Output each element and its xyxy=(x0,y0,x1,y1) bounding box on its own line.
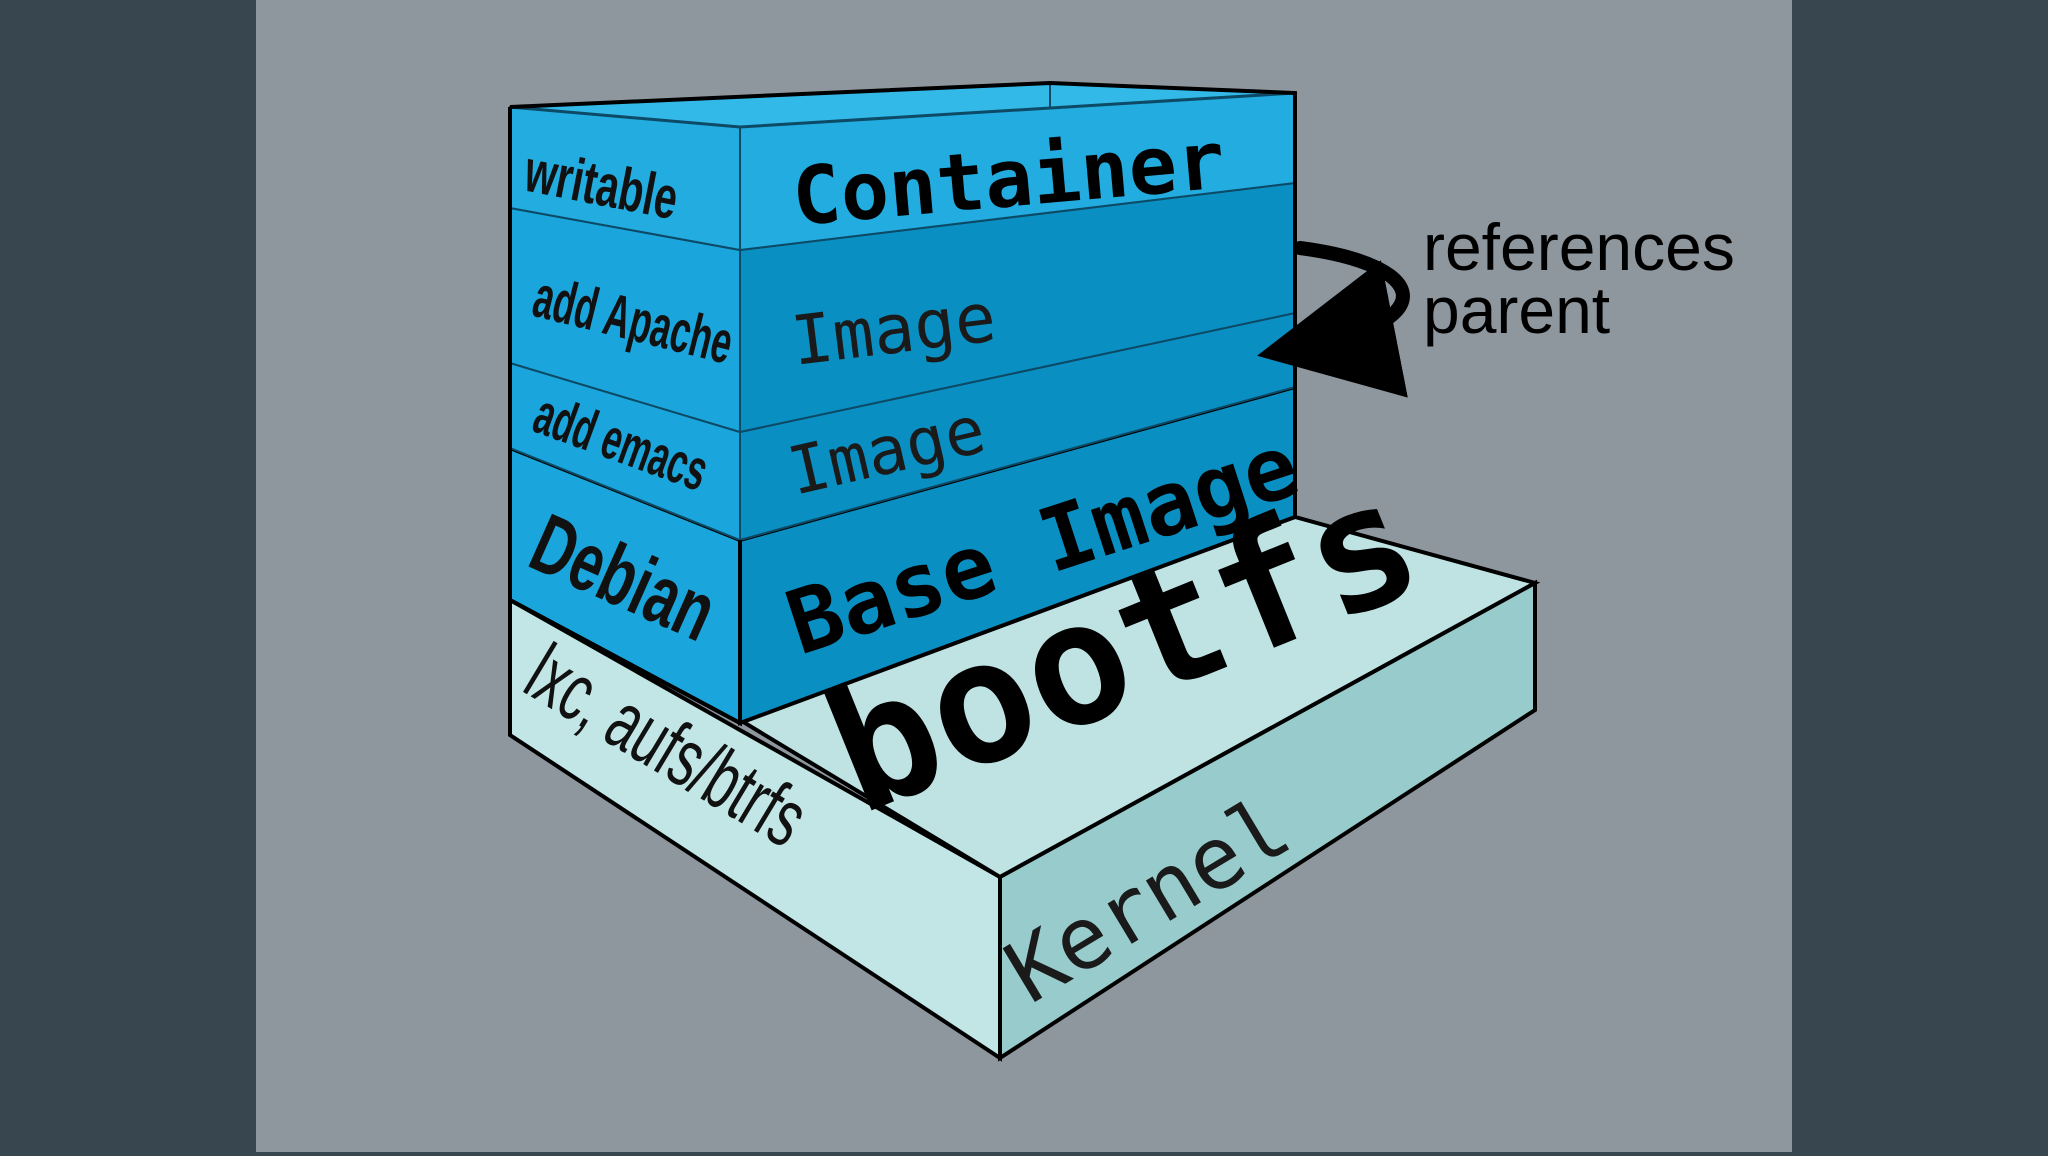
stack-left-outline xyxy=(508,107,741,725)
right-side-bar xyxy=(1792,0,2048,1152)
apache-layer xyxy=(509,181,1296,434)
kernel-front-face xyxy=(998,579,1537,1062)
container-layer xyxy=(509,81,1296,252)
left-side-bar xyxy=(0,0,256,1152)
annotation-line1: references xyxy=(1423,210,1735,284)
references-parent-arrow xyxy=(1257,241,1410,398)
annotation-line2: parent xyxy=(1423,273,1610,347)
kernel-layer xyxy=(508,514,1541,1062)
